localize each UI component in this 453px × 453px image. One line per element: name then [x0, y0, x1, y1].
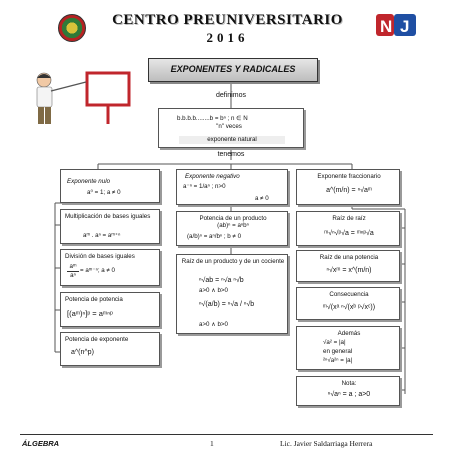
box-exponente-fraccionario: Exponente fraccionario a^(m/n) = ⁿ√aᵐ — [296, 169, 400, 205]
raiz-cociente-formula: ⁿ√(a/b) = ⁿ√a / ⁿ√b — [199, 301, 255, 308]
box-raiz-de-raiz: Raíz de raíz ᵐ√ⁿ√ᵖ√a = ᵐⁿᵖ√a — [296, 211, 400, 246]
exponente-negativo-title: Exponente negativo — [185, 173, 240, 180]
nota-formula: ⁿ√aⁿ = a ; a>0 — [327, 391, 371, 398]
box-ademas: Además √a² = |a| en general ²ⁿ√a²ⁿ = |a| — [296, 326, 400, 370]
footer-subject: ÁLGEBRA — [22, 439, 60, 448]
potencia-producto-title: Potencia de un producto — [199, 215, 267, 222]
ademas-en-general: en general — [323, 348, 353, 355]
box-potencia-potencia: Potencia de potencia [(aᵐ)ⁿ]ᵖ = aᵐⁿᵖ — [60, 292, 160, 327]
raiz-de-raiz-formula: ᵐ√ⁿ√ᵖ√a = ᵐⁿᵖ√a — [324, 230, 374, 237]
box-division: División de bases iguales aᵐ aⁿ = aᵐ⁻ⁿ; … — [60, 249, 160, 286]
exponente-nulo-title: Exponente nulo — [67, 178, 111, 185]
definition-caption: exponente natural — [179, 136, 285, 144]
multiplicacion-title: Multiplicación de bases iguales — [65, 213, 151, 220]
exponente-fraccionario-title: Exponente fraccionario — [317, 173, 381, 180]
box-exponente-nulo: Exponente nulo a⁰ = 1; a ≠ 0 — [60, 169, 160, 203]
school-shield-logo — [58, 14, 86, 42]
box-consecuencia: Consecuencia ᵐ√(xᵃ ⁿ√(xᵇ ᵖ√xᶜ)) — [296, 287, 400, 320]
division-title: División de bases iguales — [65, 253, 135, 260]
potencia-potencia-title: Potencia de potencia — [65, 296, 123, 303]
division-result: = aᵐ⁻ⁿ; a ≠ 0 — [80, 267, 115, 274]
main-title-box: EXPONENTES Y RADICALES — [148, 58, 318, 82]
potencia-cociente-formula: (a/b)ⁿ = aⁿ/bⁿ ; b ≠ 0 — [187, 233, 242, 240]
box-raiz-producto-cociente: Raíz de un producto y de un cociente ⁿ√a… — [176, 254, 288, 334]
raiz-potencia-formula: ⁿ√xᵐ = x^(m/n) — [326, 267, 372, 274]
nj-logo: N J — [376, 14, 416, 36]
box-nota: Nota: ⁿ√aⁿ = a ; a>0 — [296, 376, 400, 406]
potencia-producto-formula: (ab)ⁿ = aⁿbⁿ — [217, 222, 249, 229]
raiz-potencia-title: Raíz de una potencia — [319, 254, 379, 261]
multiplicacion-formula: aᵐ . aⁿ = aᵐ⁺ⁿ — [83, 232, 121, 239]
raiz-producto-cond: a>0 ∧ b>0 — [199, 287, 228, 294]
division-denominator: aⁿ — [70, 272, 76, 279]
definition-box: b.b.b.b........b = bⁿ ; n ∈ N "n" veces … — [158, 108, 304, 148]
potencia-potencia-formula: [(aᵐ)ⁿ]ᵖ = aᵐⁿᵖ — [67, 309, 113, 318]
potencia-exponente-title: Potencia de exponente — [65, 336, 129, 343]
ademas-formula-1: √a² = |a| — [323, 339, 346, 346]
nota-title: Nota: — [341, 380, 357, 387]
consecuencia-formula: ᵐ√(xᵃ ⁿ√(xᵇ ᵖ√xᶜ)) — [322, 304, 376, 311]
header-year: 2016 — [206, 30, 249, 45]
ademas-formula-2: ²ⁿ√a²ⁿ = |a| — [323, 357, 353, 364]
box-multiplicacion: Multiplicación de bases iguales aᵐ . aⁿ … — [60, 209, 160, 244]
label-definimos: definimos — [216, 92, 246, 99]
raiz-cociente-cond: a>0 ∧ b>0 — [199, 321, 228, 328]
exponente-fraccionario-formula: a^(m/n) = ⁿ√aᵐ — [326, 187, 372, 194]
definition-veces: "n" veces — [216, 123, 242, 130]
definition-formula: b.b.b.b........b = bⁿ ; n ∈ N — [177, 115, 248, 122]
box-exponente-negativo: Exponente negativo a⁻ⁿ = 1/aⁿ ; n>0 a ≠ … — [176, 169, 288, 205]
header-title: CENTRO PREUNIVERSITARIO — [112, 12, 343, 28]
ademas-title: Además — [337, 330, 361, 337]
division-numerator: aᵐ — [67, 263, 79, 272]
label-tenemos: tenemos — [217, 151, 245, 158]
raiz-producto-formula: ⁿ√ab = ⁿ√a ⁿ√b — [199, 277, 244, 284]
svg-text:N: N — [380, 17, 392, 36]
footer-author: Lic. Javier Saldarriaga Herrera — [280, 439, 373, 448]
raiz-producto-title: Raíz de un producto y de un cociente — [181, 258, 285, 265]
teacher-illustration — [36, 71, 131, 124]
exponente-nulo-formula: a⁰ = 1; a ≠ 0 — [87, 189, 121, 196]
footer-rule — [20, 434, 433, 435]
potencia-exponente-formula: a^(n^p) — [71, 349, 94, 356]
footer-page: 1 — [210, 439, 214, 448]
box-raiz-potencia: Raíz de una potencia ⁿ√xᵐ = x^(m/n) — [296, 250, 400, 282]
consecuencia-title: Consecuencia — [329, 291, 369, 298]
box-potencia-exponente: Potencia de exponente a^(n^p) — [60, 332, 160, 366]
box-potencia-producto: Potencia de un producto (ab)ⁿ = aⁿbⁿ (a/… — [176, 211, 288, 246]
raiz-de-raiz-title: Raíz de raíz — [332, 215, 366, 222]
exponente-negativo-formula: a⁻ⁿ = 1/aⁿ ; n>0 — [183, 183, 226, 190]
exponente-negativo-cond: a ≠ 0 — [255, 195, 269, 202]
svg-text:J: J — [400, 17, 409, 36]
